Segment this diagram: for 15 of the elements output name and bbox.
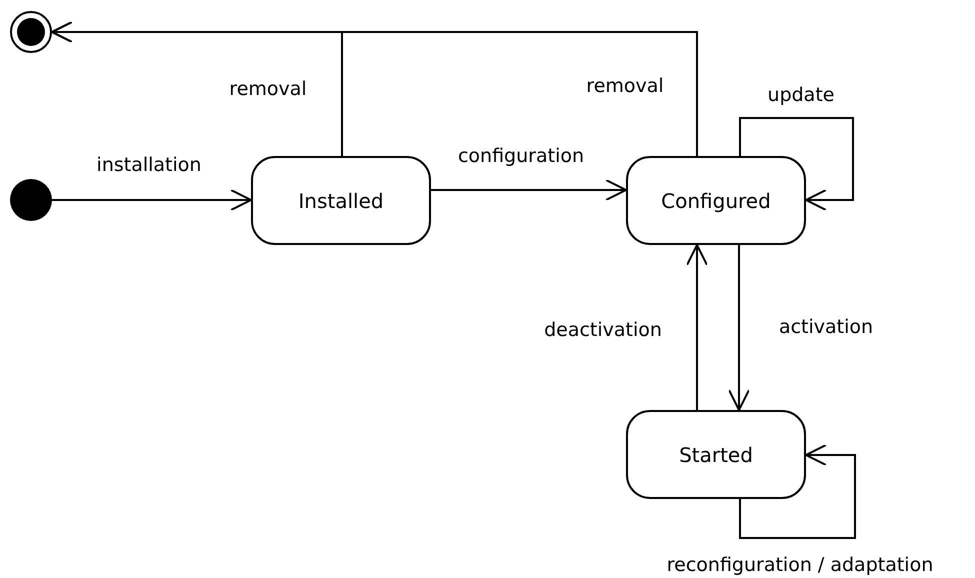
state-name: Installed bbox=[298, 188, 384, 212]
final-state bbox=[10, 11, 52, 53]
state-name: Started bbox=[679, 442, 753, 466]
transition-arrow bbox=[52, 189, 252, 211]
state-box bbox=[626, 410, 806, 499]
transition-arrow bbox=[686, 244, 708, 410]
state-name: Configured bbox=[661, 188, 771, 212]
state-box bbox=[251, 156, 431, 245]
transition-arrow bbox=[728, 245, 750, 411]
transition-arrow bbox=[739, 444, 856, 539]
transition-arrow bbox=[739, 117, 854, 211]
transition-arrow bbox=[431, 179, 627, 201]
transition-arrow bbox=[51, 21, 698, 156]
state-box bbox=[626, 156, 806, 245]
initial-state bbox=[10, 179, 52, 221]
